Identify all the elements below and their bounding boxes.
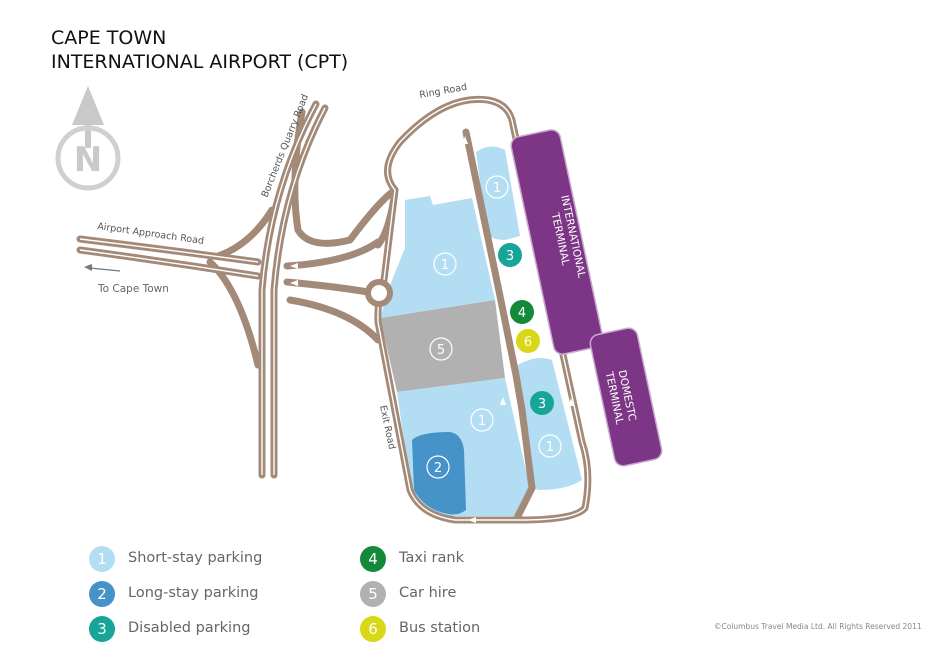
- roundabout: [365, 279, 393, 307]
- map-title: CAPE TOWN INTERNATIONAL AIRPORT (CPT): [51, 26, 348, 74]
- to-cape-town-arrow-icon: [84, 264, 121, 272]
- short-stay-area-east: [516, 358, 582, 490]
- compass-letter: N: [74, 140, 102, 180]
- legend-label: Disabled parking: [128, 620, 251, 636]
- svg-text:1: 1: [546, 440, 554, 455]
- car-hire-area: [380, 300, 505, 392]
- svg-text:6: 6: [524, 335, 532, 350]
- svg-text:3: 3: [538, 397, 546, 412]
- marker-short-stay-south: 1: [470, 408, 494, 432]
- short-stay-area-main: [380, 196, 495, 318]
- legend-label: Long-stay parking: [128, 585, 259, 601]
- slip-road-west: [206, 258, 262, 369]
- legend-marker: 2: [89, 581, 115, 607]
- legend-marker: 1: [89, 546, 115, 572]
- copyright-notice: ©Columbus Travel Media Ltd. All Rights R…: [714, 622, 922, 631]
- direction-arrows: [290, 130, 574, 523]
- marker-taxi: 4: [510, 300, 534, 324]
- title-line-1: CAPE TOWN: [51, 27, 167, 49]
- marker-short-stay-east: 1: [538, 434, 562, 458]
- legend-label: Bus station: [399, 620, 481, 636]
- international-terminal: [510, 129, 604, 355]
- svg-text:2: 2: [434, 461, 442, 476]
- access-road-lower: [283, 278, 382, 298]
- marker-short-stay-north: 1: [485, 175, 509, 199]
- legend-marker: 5: [360, 581, 386, 607]
- svg-text:1: 1: [441, 258, 449, 273]
- svg-text:4: 4: [518, 306, 526, 321]
- title-line-2: INTERNATIONAL AIRPORT (CPT): [51, 51, 349, 73]
- exit-road: [286, 296, 382, 344]
- svg-text:5: 5: [437, 343, 445, 358]
- domestic-terminal: [589, 327, 663, 467]
- legend-label: Taxi rank: [399, 550, 464, 566]
- legend-label: Short-stay parking: [128, 550, 263, 566]
- svg-text:1: 1: [478, 414, 486, 429]
- inner-road: [462, 128, 536, 524]
- parking-areas: [380, 146, 582, 516]
- marker-long-stay: 2: [426, 455, 450, 479]
- marker-bus: 6: [516, 329, 540, 353]
- svg-text:3: 3: [506, 249, 514, 264]
- slip-road-east: [214, 206, 276, 260]
- legend-marker: 4: [360, 546, 386, 572]
- marker-short-stay-main: 1: [433, 252, 457, 276]
- marker-car-hire: 5: [429, 337, 453, 361]
- legend-marker: 6: [360, 616, 386, 642]
- to-cape-town-label: To Cape Town: [97, 283, 169, 295]
- long-stay-area: [412, 432, 466, 515]
- legend-label: Car hire: [399, 585, 457, 601]
- marker-disabled-north: 3: [498, 243, 522, 267]
- marker-disabled-south: 3: [530, 391, 554, 415]
- north-arrow-icon: N: [55, 86, 121, 191]
- borcherds-quarry-road-west: [258, 100, 320, 479]
- access-road-upper: [283, 238, 382, 270]
- svg-text:1: 1: [493, 181, 501, 196]
- loop-road: [291, 108, 399, 247]
- legend-marker: 3: [89, 616, 115, 642]
